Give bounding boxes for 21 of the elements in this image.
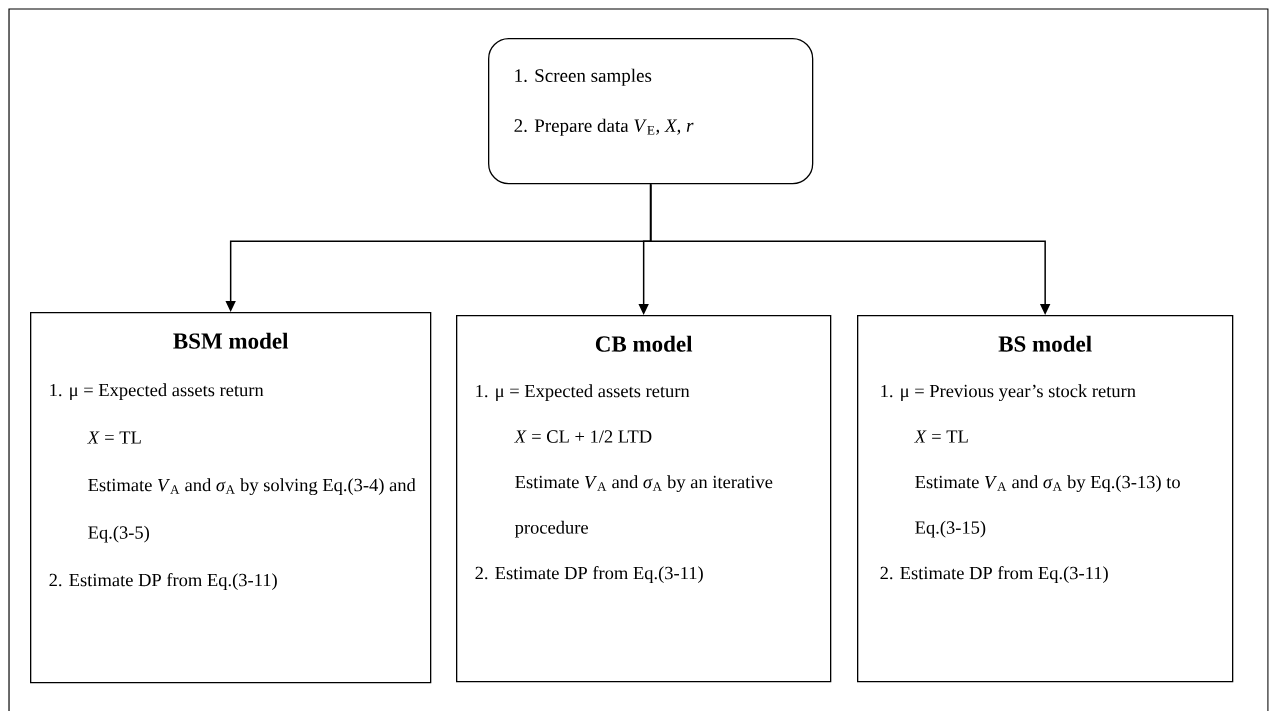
list-item: 1. μ = Expected assets return	[476, 384, 690, 402]
list-item: X = TL	[914, 430, 968, 443]
model-box	[30, 312, 432, 684]
list-item: 1. Screen samples	[515, 68, 652, 86]
list-item: 2. Prepare data V$_{E}$, X, r	[514, 118, 694, 136]
box-heading: BS model	[998, 335, 1092, 352]
list-item: X = CL + 1/2 LTD	[514, 430, 652, 443]
box-heading: CB model	[595, 335, 693, 352]
list-item: Estimate V$_{A}$ and σ$_{A}$ by solving Eq.(3-4) and Eq.(3-5)	[88, 478, 416, 543]
model-box	[857, 315, 1234, 683]
list-item: X = TL	[87, 431, 141, 444]
rounded-box	[488, 38, 814, 185]
model-box	[456, 315, 832, 683]
box-heading: BSM model	[173, 332, 289, 349]
list-item: 2. Estimate DP from Eq.(3-11)	[475, 566, 703, 584]
list-item: Estimate V$_{A}$ and σ$_{A}$ by Eq.(3-13) to Eq.(3-15)	[915, 475, 1180, 538]
list-item: Estimate V$_{A}$ and σ$_{A}$ by an iterative procedure	[514, 475, 773, 538]
list-item: 1. μ = Previous year’s stock return	[881, 384, 1136, 402]
list-item: 1. μ = Expected assets return	[50, 383, 264, 401]
list-item: 2. Estimate DP from Eq.(3-11)	[49, 573, 277, 591]
list-item: 2. Estimate DP from Eq.(3-11)	[880, 566, 1108, 584]
